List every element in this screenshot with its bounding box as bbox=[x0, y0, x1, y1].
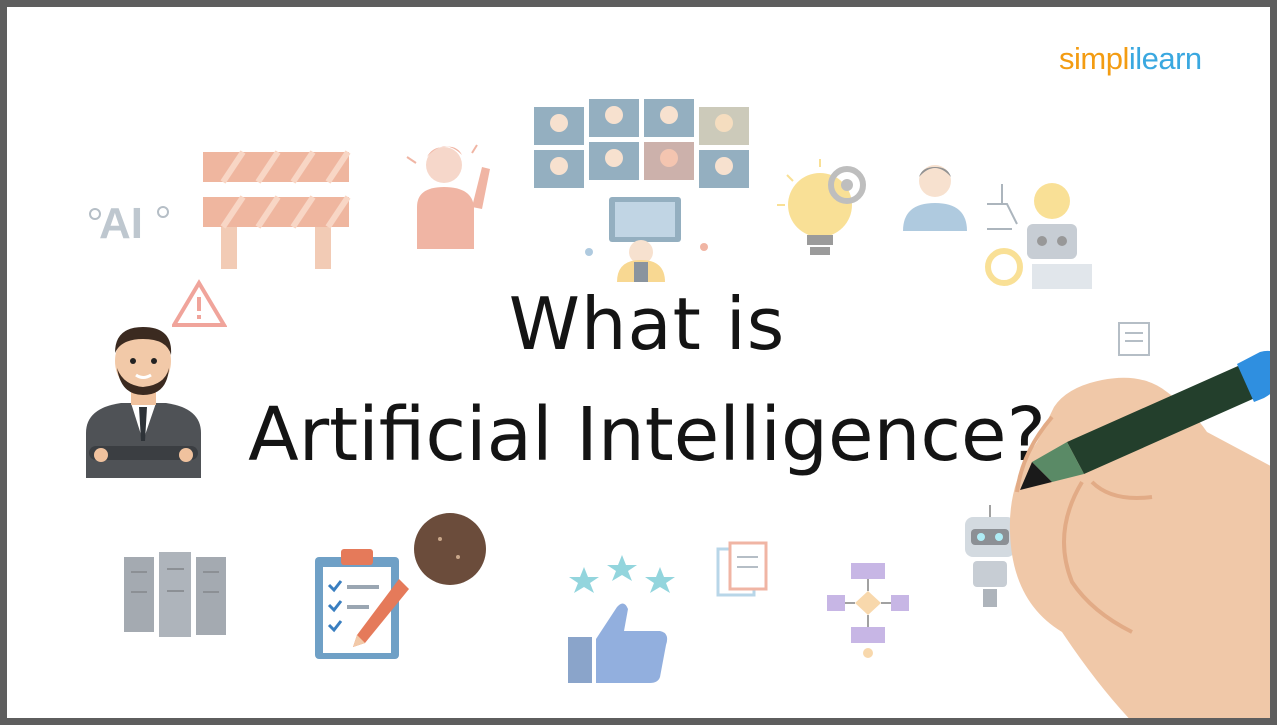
stressed-person-icon bbox=[402, 137, 497, 256]
title-line-1: What is bbox=[508, 282, 786, 366]
brand-logo-part1: simpl bbox=[1059, 41, 1129, 76]
brown-ball-icon bbox=[410, 509, 490, 593]
thumbs-up-stars-icon bbox=[562, 549, 682, 693]
laptop-user-icon bbox=[579, 192, 719, 286]
barrier-icon bbox=[203, 147, 353, 276]
ai-icon-label: AI bbox=[99, 199, 143, 248]
small-robot-icon bbox=[955, 503, 1025, 617]
brand-logo: simplilearn bbox=[1059, 41, 1202, 77]
brand-logo-part2: ilearn bbox=[1128, 41, 1202, 76]
video-conference-icon bbox=[529, 95, 759, 199]
robot-gears-icon bbox=[982, 179, 1097, 298]
documents-icon bbox=[710, 539, 775, 608]
flowchart-icon bbox=[823, 559, 913, 663]
thumbnail-frame: simplilearn AI bbox=[7, 7, 1270, 718]
ai-icon: AI bbox=[85, 192, 175, 256]
man-avatar-icon bbox=[900, 159, 970, 238]
idea-bulb-icon bbox=[775, 157, 875, 271]
hand-marker-icon bbox=[992, 332, 1270, 718]
title-line-2: Artificial Intelligence? bbox=[248, 392, 1046, 478]
document-icon bbox=[1115, 319, 1155, 363]
server-rack-icon bbox=[119, 547, 234, 646]
businessman-icon bbox=[81, 323, 206, 482]
clipboard-icon bbox=[307, 543, 417, 667]
warning-icon bbox=[170, 279, 228, 333]
